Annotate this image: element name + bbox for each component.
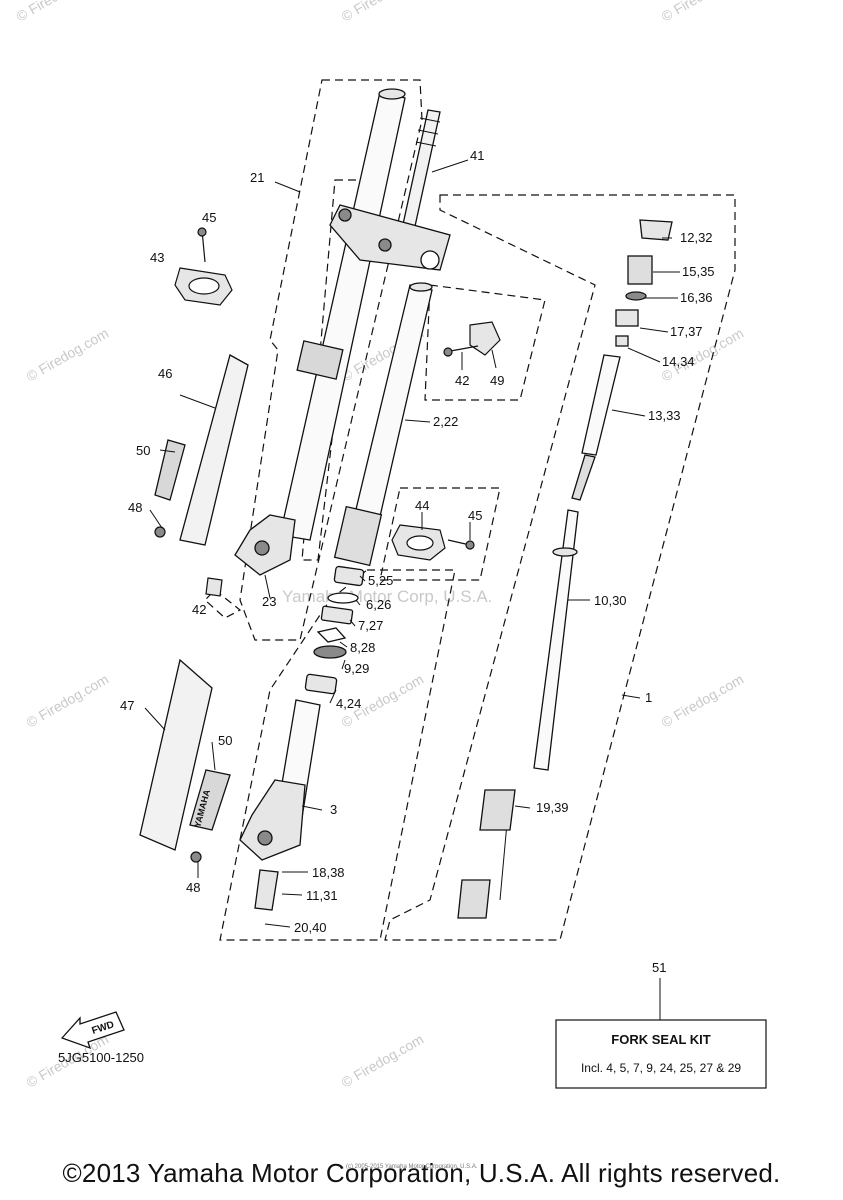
callout-6-26: 6,26 bbox=[366, 597, 391, 612]
bolts bbox=[154, 526, 223, 863]
callout-5-25: 5,25 bbox=[368, 573, 393, 588]
watermark: © Firedog.com bbox=[14, 0, 102, 25]
callout-9-29: 9,29 bbox=[344, 661, 369, 676]
outline-3 bbox=[219, 569, 456, 941]
leader-lines bbox=[144, 159, 680, 1020]
outline-42-bolt bbox=[204, 589, 242, 619]
callout-49: 49 bbox=[490, 373, 504, 388]
outline-21 bbox=[239, 79, 423, 641]
callout-13-33: 13,33 bbox=[648, 408, 681, 423]
callout-10-30: 10,30 bbox=[594, 593, 627, 608]
callout-16-36: 16,36 bbox=[680, 290, 713, 305]
callout-45: 45 bbox=[202, 210, 216, 225]
callout-21: 21 bbox=[250, 170, 264, 185]
steering-stem bbox=[329, 109, 451, 271]
diagram-code: 5JG5100-1250 bbox=[58, 1050, 144, 1065]
fork-guard-upper bbox=[154, 354, 249, 546]
callout-51: 51 bbox=[652, 960, 666, 975]
clamp-43 bbox=[174, 227, 233, 306]
callout-11-31: 11,31 bbox=[306, 888, 338, 903]
watermark: © Firedog.com bbox=[24, 325, 112, 385]
fork-seal-kit-box: FORK SEAL KIT Incl. 4, 5, 7, 9, 24, 25, … bbox=[555, 1019, 767, 1089]
kit-title: FORK SEAL KIT bbox=[611, 1032, 710, 1047]
callout-8-28: 8,28 bbox=[350, 640, 375, 655]
callout-45: 45 bbox=[468, 508, 482, 523]
callout-18-38: 18,38 bbox=[312, 865, 345, 880]
callout-17-37: 17,37 bbox=[670, 324, 703, 339]
clamp-44 bbox=[391, 524, 475, 561]
copyright-footer: ©2013 Yamaha Motor Corporation, U.S.A. A… bbox=[62, 1158, 781, 1188]
callout-46: 46 bbox=[158, 366, 172, 381]
fork-guard-lower: YAMAHA bbox=[139, 658, 231, 851]
callout-43: 43 bbox=[150, 250, 164, 265]
callout-4-24: 4,24 bbox=[336, 696, 361, 711]
kit-contents: Incl. 4, 5, 7, 9, 24, 25, 27 & 29 bbox=[581, 1061, 741, 1075]
callout-15-35: 15,35 bbox=[682, 264, 715, 279]
callout-44: 44 bbox=[415, 498, 429, 513]
watermark: © Firedog.com bbox=[339, 1031, 427, 1091]
callout-41: 41 bbox=[470, 148, 484, 163]
watermark: © Firedog.com bbox=[24, 671, 112, 731]
seal-stack bbox=[304, 565, 365, 695]
callout-23: 23 bbox=[262, 594, 276, 609]
fwd-arrow: FWD bbox=[60, 1011, 125, 1050]
callout-50: 50 bbox=[136, 443, 150, 458]
callout-42: 42 bbox=[455, 373, 469, 388]
callout-7-27: 7,27 bbox=[358, 618, 383, 633]
callout-1: 1 bbox=[645, 690, 652, 705]
callout-2-22: 2,22 bbox=[433, 414, 458, 429]
outer-tube-left bbox=[234, 88, 406, 576]
callout-3: 3 bbox=[330, 802, 337, 817]
callout-42: 42 bbox=[192, 602, 206, 617]
callout-19-39: 19,39 bbox=[536, 800, 569, 815]
watermark: © Firedog.com bbox=[659, 0, 747, 25]
callout-48: 48 bbox=[186, 880, 200, 895]
outline-44-45 bbox=[379, 487, 501, 581]
watermark: © Firedog.com bbox=[659, 671, 747, 731]
callout-labels: 21 41 45 43 12,32 15,35 16,36 17,37 14,3… bbox=[120, 148, 715, 975]
outer-tube-lower bbox=[239, 699, 321, 911]
callout-50: 50 bbox=[218, 733, 232, 748]
cartridge-assembly bbox=[457, 219, 673, 919]
bracket-49 bbox=[443, 321, 501, 357]
callout-12-32: 12,32 bbox=[680, 230, 713, 245]
callout-48: 48 bbox=[128, 500, 142, 515]
outline-42-49 bbox=[424, 284, 546, 401]
outline-1 bbox=[384, 194, 736, 941]
callout-47: 47 bbox=[120, 698, 134, 713]
inner-tube-center bbox=[333, 282, 433, 567]
callout-14-34: 14,34 bbox=[662, 354, 695, 369]
callout-20-40: 20,40 bbox=[294, 920, 327, 935]
watermark: © Firedog.com bbox=[339, 0, 427, 25]
small-credit: (c) 2005-2015 Yamaha Motor Corporation, … bbox=[346, 1164, 478, 1170]
